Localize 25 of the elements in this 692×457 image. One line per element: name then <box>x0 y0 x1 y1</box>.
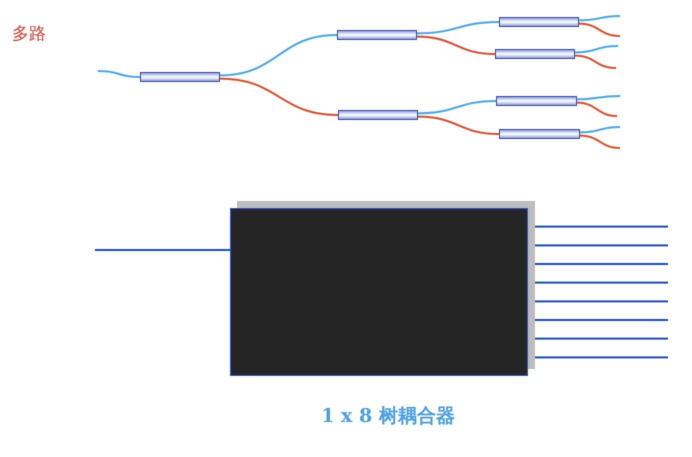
fiber-line <box>416 21 500 34</box>
fiber-line <box>98 70 140 78</box>
fiber-line <box>220 34 338 76</box>
fiber-line <box>418 100 496 114</box>
label-text: 多路 <box>12 23 46 45</box>
fiber-line <box>220 78 338 116</box>
coupler-tube <box>338 110 418 120</box>
fiber-line <box>576 102 618 117</box>
coupler-tube <box>337 30 417 40</box>
fiber-line <box>576 95 620 100</box>
fiber-line <box>574 54 616 69</box>
fiber-line <box>578 22 620 37</box>
caption-text: 1 x 8 树耦合器 <box>320 404 456 429</box>
coupler-tube <box>140 72 220 82</box>
fiber-line <box>574 45 618 54</box>
coupler-tube <box>499 17 579 27</box>
fiber-line <box>95 249 230 251</box>
fiber-line <box>578 15 620 22</box>
fiber-line <box>580 126 620 134</box>
coupler-tube <box>496 96 577 106</box>
coupler-tube <box>495 49 575 59</box>
coupler-tube <box>499 129 580 139</box>
fiber-line <box>416 36 496 55</box>
fiber-line <box>580 134 620 149</box>
fiber-line <box>418 116 500 135</box>
